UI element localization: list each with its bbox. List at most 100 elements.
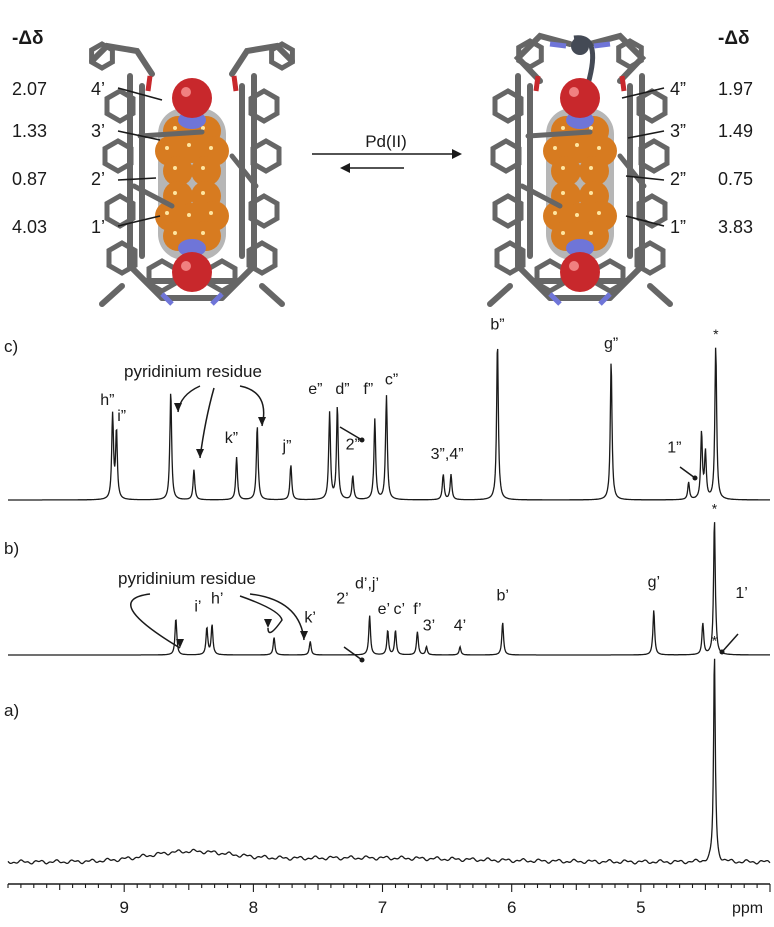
aromatic-ring (616, 38, 644, 70)
left-proton-label: 4’ (91, 79, 105, 99)
atom-highlight (173, 191, 177, 195)
atom-highlight (589, 126, 593, 130)
annotation-arrow (239, 595, 283, 634)
aromatic-ring (516, 38, 544, 70)
peak-label: b” (490, 316, 504, 333)
nitrogen-bond (210, 292, 224, 306)
annotation-arrowhead (258, 417, 266, 426)
peak-label: 3’ (423, 618, 435, 635)
oxygen-bond (231, 75, 239, 92)
nitrogen-bond (548, 292, 562, 306)
aromatic-ring (246, 240, 278, 276)
axis-tick-label: 7 (378, 898, 387, 917)
nitrogen-bond (593, 41, 611, 49)
bond-stick (259, 283, 285, 307)
left-delta-value: 0.87 (12, 169, 47, 189)
bond-stick (99, 283, 125, 307)
left-proton-label: 2’ (91, 169, 105, 189)
oxygen-bond (533, 75, 541, 92)
annotation-arrow (199, 387, 215, 459)
atom-highlight (553, 211, 557, 215)
peak-label: * (713, 326, 719, 342)
aromatic-ring (248, 193, 280, 229)
atom-highlight (201, 126, 205, 130)
panel-label: c) (4, 337, 18, 356)
aromatic-ring (146, 258, 178, 294)
peak-label: 1’ (735, 585, 747, 602)
left-delta-header: -Δδ (12, 28, 44, 49)
annotation-arrow (177, 385, 201, 413)
aromatic-ring (492, 193, 524, 229)
left-delta-value: 4.03 (12, 217, 47, 237)
annotation-arrowhead (264, 619, 272, 628)
oxygen-atom (172, 78, 212, 118)
right-proton-label: 4” (670, 79, 686, 99)
pyridinium-arm (229, 42, 295, 77)
right-proton-label: 3” (670, 121, 686, 141)
aromatic-ring (494, 240, 526, 276)
label-leader-arrow (721, 633, 739, 653)
atom-highlight (561, 231, 565, 235)
peak-label: 2” (346, 436, 360, 453)
label-leader-head (692, 475, 698, 481)
aromatic-ring (106, 240, 138, 276)
bond-stick (617, 153, 647, 189)
peak-label: f’ (413, 601, 421, 618)
annotation-arrowhead (196, 449, 204, 458)
rotaxane-model-right (487, 32, 673, 307)
atom-highlight (187, 213, 191, 217)
atom-highlight (173, 166, 177, 170)
carbon-atom (579, 156, 609, 186)
carbon-atom (163, 156, 193, 186)
atom-highlight (173, 126, 177, 130)
annotation-arrow (130, 593, 181, 649)
bond-stick (229, 153, 259, 189)
atom-highlight (187, 143, 191, 147)
nitrogen-bond (598, 292, 612, 306)
pd-bridge (573, 35, 596, 85)
left-proton-label: 3’ (91, 121, 105, 141)
oxygen-atom (560, 78, 600, 118)
annotation-arrow (249, 593, 305, 641)
left-leader-lines (117, 87, 163, 227)
bond-stick (487, 283, 513, 307)
atom-highlight (589, 166, 593, 170)
nitrogen-bond (160, 292, 174, 306)
right-proton-label: 2” (670, 169, 686, 189)
atom-highlight (597, 146, 601, 150)
peak-label: k” (225, 430, 238, 447)
aromatic-ring (89, 41, 115, 71)
atom-highlight (173, 231, 177, 235)
peak-label: d” (335, 381, 349, 398)
label-leader-arrow (339, 426, 363, 441)
pyridinium-annotation: pyridinium residue (118, 569, 256, 588)
right-delta-value: 1.97 (718, 79, 753, 99)
left-proton-label: 1’ (91, 217, 105, 237)
atom-highlight (209, 211, 213, 215)
atom-highlight (201, 231, 205, 235)
pd-ii-label: Pd(II) (365, 132, 407, 151)
atom-highlight (165, 146, 169, 150)
peak-label: b’ (496, 588, 508, 605)
peak-label: e’ (378, 601, 390, 618)
atom-highlight (589, 191, 593, 195)
panel-label: b) (4, 539, 19, 558)
axis-tick-label: 8 (249, 898, 258, 917)
aromatic-ring (534, 258, 566, 294)
bond-stick (647, 283, 673, 307)
right-proton-label: 1” (670, 217, 686, 237)
atom-highlight (575, 143, 579, 147)
aromatic-ring (269, 41, 295, 71)
aromatic-ring (492, 88, 524, 124)
peak-label: g” (604, 335, 618, 352)
bond-stick (131, 183, 175, 209)
label-leader-head (719, 649, 725, 655)
carbon-atom (191, 156, 221, 186)
oxygen-atom (172, 252, 212, 292)
label-leader-arrow (679, 466, 696, 479)
nmr-spectra: c)h”i”k”j”e”d”2”f”c”3”,4”b”g”1”*pyridini… (4, 316, 771, 865)
panel-label: a) (4, 701, 19, 720)
aromatic-ring (594, 258, 626, 294)
aromatic-ring (636, 193, 668, 229)
